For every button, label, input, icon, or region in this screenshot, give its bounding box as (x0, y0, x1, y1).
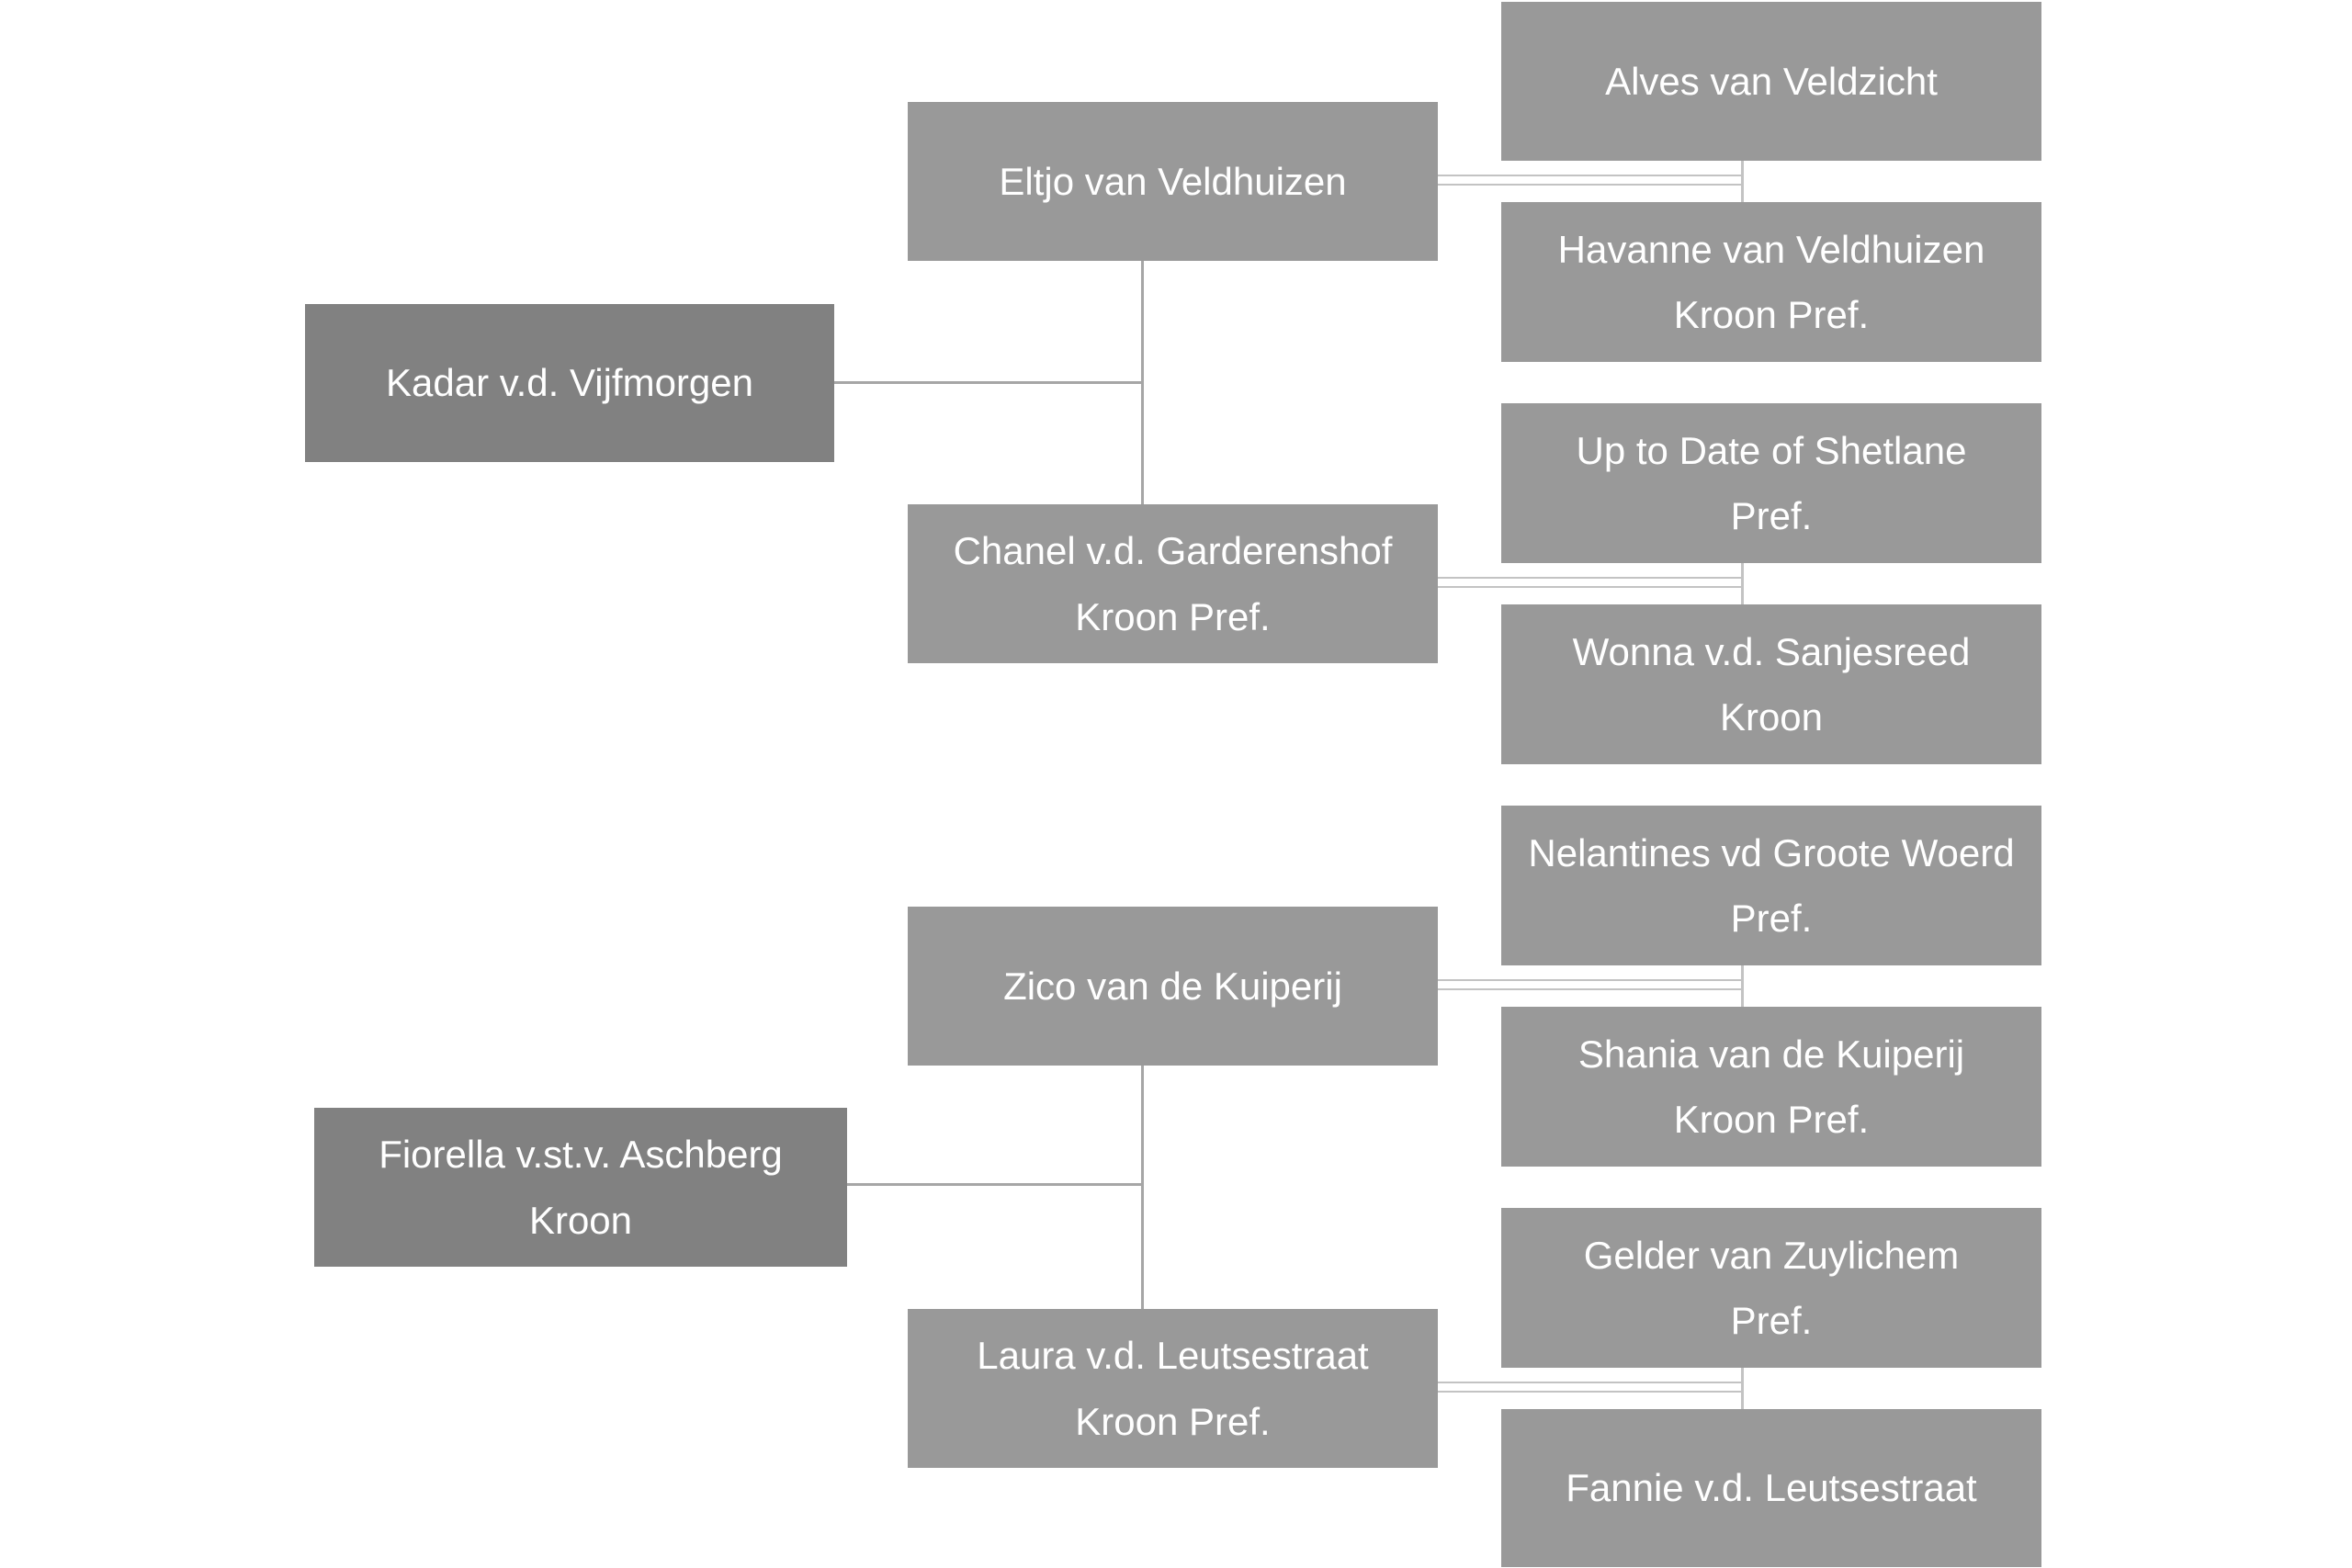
node-label-line: Kroon Pref. (1673, 1098, 1870, 1141)
connector-zico-double-line-bottom (1438, 988, 1744, 990)
connector-eltjo-double-line-bottom (1438, 184, 1744, 186)
connector-fiorella-children-vertical-line (1141, 1066, 1144, 1309)
tree-node-nelantines: Nelantines vd Groote Woerd Pref. (1501, 806, 2041, 965)
node-label-line: Zico van de Kuiperij (1003, 964, 1342, 1008)
tree-node-eltjo: Eltjo van Veldhuizen (908, 102, 1438, 261)
node-label-line: Havanne van Veldhuizen (1557, 227, 1985, 271)
connector-kadar-children-vertical-line (1141, 261, 1144, 504)
tree-node-wonna: Wonna v.d. Sanjesreed Kroon (1501, 604, 2041, 764)
node-label-line: Fannie v.d. Leutsestraat (1566, 1466, 1977, 1510)
connector-kadar-horizontal-line (834, 381, 1144, 384)
connector-laura-double-line-top (1438, 1382, 1744, 1383)
connector-eltjo-double-line-top (1438, 175, 1744, 176)
node-label-line: Wonna v.d. Sanjesreed (1572, 629, 1971, 673)
node-label-line: Chanel v.d. Garderenshof (953, 529, 1393, 573)
connector-zico-children-tick (1741, 965, 1744, 1007)
node-label-line: Fiorella v.st.v. Aschberg (379, 1133, 783, 1177)
connector-chanel-double-line-top (1438, 577, 1744, 579)
node-label-line: Laura v.d. Leutsestraat (977, 1334, 1369, 1378)
node-label-line: Nelantines vd Groote Woerd (1528, 830, 2015, 874)
connector-eltjo-children-tick (1741, 161, 1744, 202)
tree-node-laura: Laura v.d. Leutsestraat Kroon Pref. (908, 1309, 1438, 1468)
node-label-line: Up to Date of Shetlane (1576, 428, 1967, 472)
tree-node-uptodate: Up to Date of Shetlane Pref. (1501, 403, 2041, 563)
connector-laura-double-line-bottom (1438, 1391, 1744, 1393)
tree-node-fiorella: Fiorella v.st.v. Aschberg Kroon (314, 1108, 847, 1267)
node-label-line: Kroon Pref. (1673, 293, 1870, 336)
node-label-line: Shania van de Kuiperij (1577, 1032, 1965, 1076)
node-label-line: Kroon Pref. (1075, 1399, 1271, 1443)
node-label-line: Gelder van Zuylichem (1583, 1233, 1960, 1277)
node-label-line: Pref. (1730, 494, 1813, 537)
node-label-line: Pref. (1730, 1299, 1813, 1342)
connector-chanel-children-tick (1741, 563, 1744, 604)
node-label-line: Kroon (528, 1198, 633, 1242)
tree-node-havanne: Havanne van Veldhuizen Kroon Pref. (1501, 202, 2041, 362)
node-label-line: Kroon Pref. (1075, 594, 1271, 638)
tree-node-gelder: Gelder van Zuylichem Pref. (1501, 1208, 2041, 1368)
connector-laura-children-tick (1741, 1368, 1744, 1409)
tree-node-alves: Alves van Veldzicht (1501, 2, 2041, 161)
node-label-line: Alves van Veldzicht (1605, 59, 1938, 103)
connector-zico-double-line-top (1438, 979, 1744, 981)
tree-node-shania: Shania van de Kuiperij Kroon Pref. (1501, 1007, 2041, 1167)
node-label-line: Pref. (1730, 897, 1813, 940)
tree-node-fannie: Fannie v.d. Leutsestraat (1501, 1409, 2041, 1567)
node-label-line: Kroon (1719, 695, 1824, 739)
node-label-line: Eltjo van Veldhuizen (999, 159, 1347, 203)
connector-chanel-double-line-bottom (1438, 586, 1744, 588)
connector-fiorella-horizontal-line (847, 1183, 1144, 1186)
tree-node-kadar: Kadar v.d. Vijfmorgen (305, 304, 834, 462)
tree-node-chanel: Chanel v.d. Garderenshof Kroon Pref. (908, 504, 1438, 663)
node-label-line: Kadar v.d. Vijfmorgen (386, 361, 753, 405)
tree-node-zico: Zico van de Kuiperij (908, 907, 1438, 1066)
